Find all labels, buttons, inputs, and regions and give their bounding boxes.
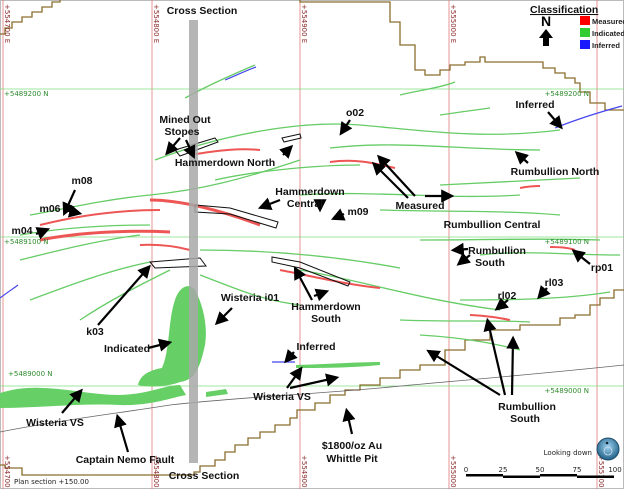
label-mined-out: Mined Out [159,114,211,126]
map-labels: Cross Section Cross Section Mined Out St… [11,5,613,482]
scale-bar: 0 25 50 75 100 [464,466,622,478]
label-k03: k03 [86,326,104,338]
label-wisteria-i01: Wisteria i01 [221,292,279,304]
label-central: Central [287,198,323,210]
northing-label: +5489100 N [544,238,589,246]
label-stopes: Stopes [164,126,199,138]
label-cross-section-top: Cross Section [167,5,238,17]
scale-tick: 100 [608,466,621,474]
indicated-veins [19,64,621,351]
northing-label: +5489200 N [544,90,589,98]
looking-down-label: Looking down [544,449,592,457]
label-rl02: rl02 [498,290,517,302]
easting-label: +554900 E [300,4,308,43]
northing-label: +5489100 N [4,238,49,246]
label-m09: m09 [347,206,368,218]
label-whittle-pit: Whittle Pit [326,453,378,465]
label-inferred-mid: Inferred [296,341,335,353]
easting-label: +555000 E [449,4,457,43]
scale-tick: 75 [573,466,582,474]
north-arrow-icon: N [539,13,553,46]
legend-label-measured: Measured [592,17,624,26]
label-hammerdown-south-2: South [311,313,341,325]
svg-text:N: N [541,13,551,29]
label-rumbullion-south-2: Rumbullion [498,401,556,413]
label-o02: o02 [346,107,364,119]
label-south-2: South [510,413,540,425]
easting-label: +554700 E [3,455,11,489]
label-rl03: rl03 [545,277,564,289]
legend-swatch-indicated [580,28,590,37]
view-orientation-globe-icon[interactable] [596,437,620,461]
captain-nemo-fault-line [0,364,624,433]
easting-label: +554800 E [152,4,160,43]
cross-section-line[interactable] [189,20,198,463]
label-m04: m04 [11,225,32,237]
indicated-zones [0,286,380,408]
easting-label: +554700 E [3,4,11,43]
label-captain-nemo-fault: Captain Nemo Fault [76,454,175,466]
easting-label: +555000 E [449,455,457,489]
northing-label: +5489000 N [544,387,589,395]
measured-veins [39,148,576,321]
label-hammerdown-north: Hammerdown North [175,157,275,169]
label-wisteria-vs-left: Wisteria VS [26,417,84,429]
easting-label: +554900 E [300,455,308,489]
legend-swatch-measured [580,16,590,25]
label-measured: Measured [395,200,444,212]
easting-label: +555100 E [597,455,605,489]
label-rumbullion-central: Rumbullion Central [444,219,541,231]
northing-grid [0,88,624,387]
label-south: South [475,257,505,269]
label-indicated: Indicated [104,343,150,355]
plan-section-label: Plan section +150.00 [14,478,89,486]
label-rumbullion-south: Rumbullion [468,245,526,257]
easting-label: +554800 E [152,455,160,489]
scale-tick: 25 [499,466,508,474]
label-rumbullion-north: Rumbullion North [511,166,600,178]
scale-tick: 50 [536,466,545,474]
label-wisteria-vs-mid: Wisteria VS [253,391,311,403]
legend-title: Classification [530,4,598,16]
label-cross-section-bottom: Cross Section [169,470,240,482]
legend-label-inferred: Inferred [592,41,620,50]
whittle-pit-outline [0,0,624,476]
label-hammerdown-south: Hammerdown [291,301,360,313]
legend-label-indicated: Indicated [592,29,624,38]
label-m08: m08 [71,175,92,187]
scale-tick: 0 [464,466,468,474]
label-arrows [35,111,591,453]
label-pit-price: $1800/oz Au [322,440,382,452]
northing-label: +5489000 N [8,370,53,378]
label-inferred-top: Inferred [515,99,554,111]
label-rp01: rp01 [591,262,613,274]
label-hammerdown-central: Hammerdown [275,186,344,198]
label-m06: m06 [39,203,60,215]
classification-legend: Classification Measured Indicated Inferr… [530,4,624,50]
legend-swatch-inferred [580,40,590,49]
northing-label: +5489200 N [4,90,49,98]
